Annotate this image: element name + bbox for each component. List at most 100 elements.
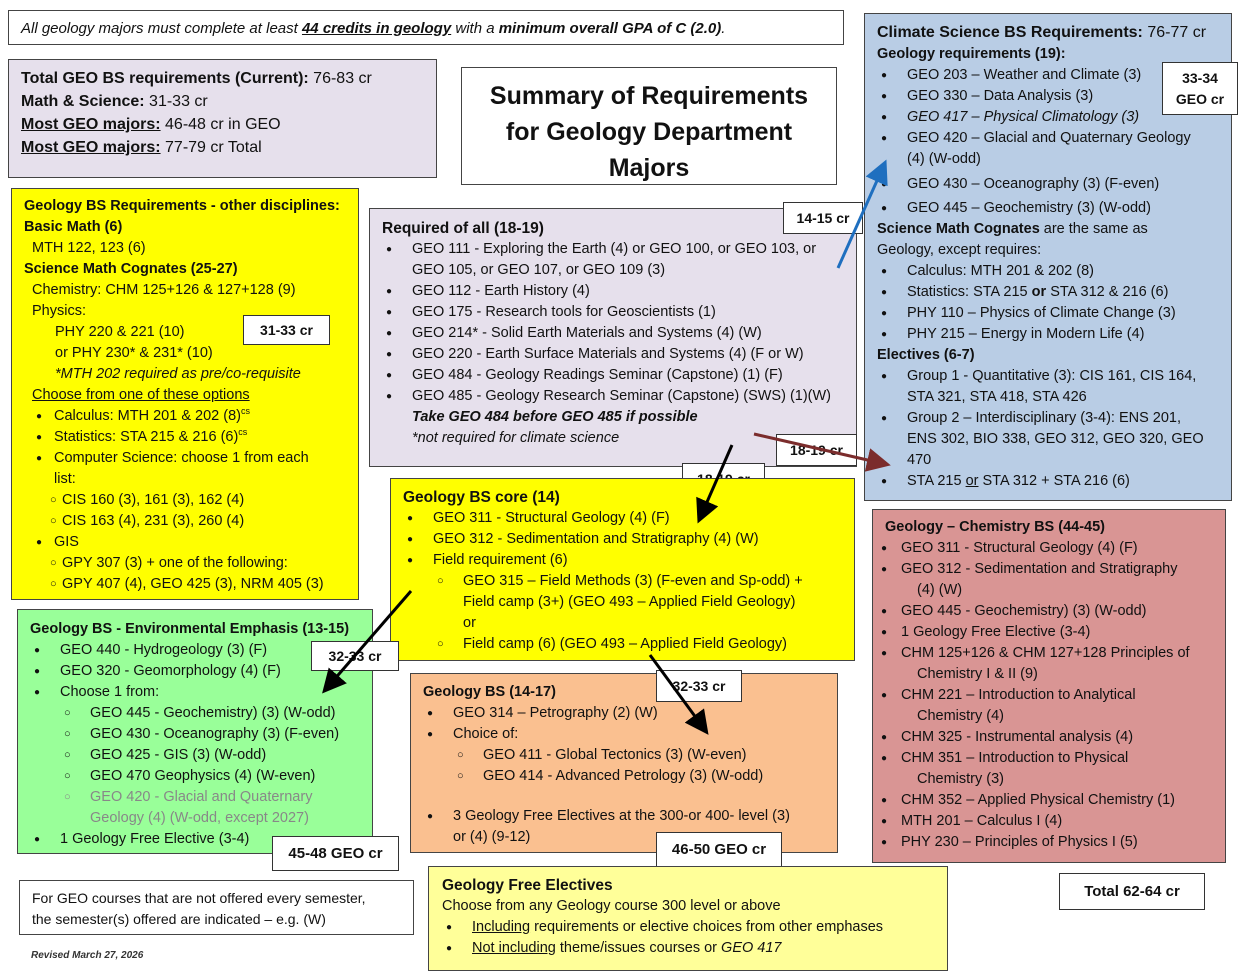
science-math-heading: Science Math Cognates (25-27)	[24, 261, 238, 277]
free-not-including: Not including theme/issues courses or GE…	[442, 938, 934, 959]
chem-item-10: MTH 201 – Calculus I (4)	[877, 811, 1213, 832]
physics-option-1: PHY 220 & 221 (10)	[55, 324, 185, 340]
free-heading: Geology Free Electives	[442, 877, 613, 894]
climate-badge-line-1: 33-34	[1182, 70, 1218, 86]
totals-line-4: Most GEO majors: 77-79 cr Total	[21, 139, 262, 156]
banner-gpa: minimum overall GPA of C (2.0)	[498, 20, 722, 37]
computer-science-option: Computer Science: choose 1 from eachlist…	[32, 448, 346, 532]
chem-item-6: CHM 221 – Introduction to AnalyticalChem…	[877, 685, 1213, 727]
climate-credits-badge: 33-34 GEO cr	[1162, 62, 1238, 115]
required-item-112: GEO 112 - Earth History (4)	[382, 281, 844, 302]
chem-item-4: 1 Geology Free Elective (3-4)	[877, 622, 1213, 643]
chem-item-2: GEO 312 - Sedimentation and Stratigraphy…	[877, 559, 1213, 601]
free-line: Choose from any Geology course 300 level…	[442, 898, 781, 914]
chemistry-line: Chemistry: CHM 125+126 & 127+128 (9)	[32, 282, 296, 298]
bs-geo-314: GEO 314 – Petrography (2) (W)	[423, 703, 825, 724]
required-note-1: Take GEO 484 before GEO 485 if possible	[412, 409, 698, 425]
climate-box: Climate Science BS Requirements: 76-77 c…	[864, 13, 1232, 501]
cs-list-b: CIS 163 (4), 231 (3), 260 (4)	[46, 511, 346, 532]
other-disciplines-box: Geology BS Requirements - other discipli…	[11, 188, 359, 600]
env-geo-440: GEO 440 - Hydrogeology (3) (F)	[30, 640, 360, 661]
basic-math-courses: MTH 122, 123 (6)	[32, 240, 146, 256]
physics-note: *MTH 202 required as pre/co-requisite	[55, 366, 301, 382]
climate-geo-420: GEO 420 – Glacial and Quaternary Geology…	[877, 128, 1219, 170]
climate-geo-330: GEO 330 – Data Analysis (3)	[877, 86, 1219, 107]
env-free-elective: 1 Geology Free Elective (3-4)	[30, 829, 360, 850]
chem-item-3: GEO 445 - Geochemistry) (3) (W-odd)	[877, 601, 1213, 622]
total-credits-badge: Total 62-64 cr	[1059, 873, 1205, 910]
bs-choice: Choice of: GEO 411 - Global Tectonics (3…	[423, 724, 825, 787]
env-geo-425: GEO 425 - GIS (3) (W-odd)	[60, 745, 360, 766]
geology-bs-box: Geology BS (14-17) GEO 314 – Petrography…	[410, 673, 838, 853]
required-note-2: *not required for climate science	[412, 430, 620, 446]
climate-calculus: Calculus: MTH 201 & 202 (8)	[877, 261, 1219, 282]
env-geo-320: GEO 320 - Geomorphology (4) (F)	[30, 661, 360, 682]
required-item-220: GEO 220 - Earth Surface Materials and Sy…	[382, 344, 844, 365]
env-choose-1: Choose 1 from: GEO 445 - Geochemistry) (…	[30, 682, 360, 829]
climate-geo-445: GEO 445 – Geochemistry (3) (W-odd)	[877, 198, 1219, 219]
calculus-option: Calculus: MTH 201 & 202 (8)cs	[32, 406, 346, 427]
semester-note-line-2: the semester(s) offered are indicated – …	[32, 911, 326, 927]
gis-option: GIS GPY 307 (3) + one of the following: …	[32, 532, 346, 595]
banner-credits: 44 credits in geology	[301, 20, 452, 37]
gis-list-b: GPY 407 (4), GEO 425 (3), NRM 405 (3)	[46, 574, 346, 595]
bs-heading: Geology BS (14-17)	[423, 684, 556, 700]
totals-line-3: Most GEO majors: 46-48 cr in GEO	[21, 116, 281, 133]
core-field-requirement: Field requirement (6) GEO 315 – Field Me…	[403, 550, 842, 655]
required-item-484: GEO 484 - Geology Readings Seminar (Caps…	[382, 365, 844, 386]
basic-math-heading: Basic Math (6)	[24, 219, 123, 235]
banner-box: All geology majors must complete at leas…	[8, 10, 844, 45]
title-box: Summary of Requirements for Geology Depa…	[461, 67, 837, 185]
core-field-option-2: Field camp (6) (GEO 493 – Applied Field …	[433, 634, 842, 655]
climate-geo-203: GEO 203 – Weather and Climate (3)	[877, 65, 1219, 86]
env-geo-430: GEO 430 - Oceanography (3) (F-even)	[60, 724, 360, 745]
climate-group-1: Group 1 - Quantitative (3): CIS 161, CIS…	[877, 366, 1219, 408]
revised-date: Revised March 27, 2026	[31, 950, 144, 961]
climate-cognates-line-2: Geology, except requires:	[877, 242, 1042, 258]
env-badge-top: 32-33 cr	[311, 641, 399, 671]
climate-geo-430: GEO 430 – Oceanography (3) (F-even)	[877, 174, 1219, 195]
choose-options-heading: Choose from one of these options	[32, 387, 250, 403]
climate-sta-option: STA 215 or STA 312 + STA 216 (6)	[877, 471, 1219, 492]
chem-item-5: CHM 125+126 & CHM 127+128 Principles ofC…	[877, 643, 1213, 685]
chemistry-box: Geology – Chemistry BS (44-45) GEO 311 -…	[872, 509, 1226, 863]
env-geo-420: GEO 420 - Glacial and QuaternaryGeology …	[60, 787, 360, 829]
climate-geo-417: GEO 417 – Physical Climatology (3)	[877, 107, 1219, 128]
required-box: Required of all (18-19) GEO 111 - Explor…	[369, 208, 857, 467]
climate-geo-req-heading: Geology requirements (19):	[877, 46, 1066, 62]
bs-badge-top: 32-33 cr	[656, 670, 742, 702]
core-heading: Geology BS core (14)	[403, 489, 560, 506]
physics-option-2: or PHY 230* & 231* (10)	[55, 345, 213, 361]
climate-cognates-line: Science Math Cognates are the same as	[877, 221, 1148, 237]
page-title-line-1: Summary of Requirements	[489, 82, 809, 110]
required-item-214: GEO 214* - Solid Earth Materials and Sys…	[382, 323, 844, 344]
climate-electives-heading: Electives (6-7)	[877, 347, 975, 363]
chem-item-11: PHY 230 – Principles of Physics I (5)	[877, 832, 1213, 853]
required-badge-right: 18-19 cr	[776, 434, 857, 466]
core-field-option-1: GEO 315 – Field Methods (3) (F-even and …	[433, 571, 842, 634]
cs-list-a: CIS 160 (3), 161 (3), 162 (4)	[46, 490, 346, 511]
physics-label: Physics:	[32, 303, 86, 319]
env-heading: Geology BS - Environmental Emphasis (13-…	[30, 621, 350, 637]
bs-free-electives: 3 Geology Free Electives at the 300-or 4…	[423, 806, 825, 848]
chem-item-8: CHM 351 – Introduction to PhysicalChemis…	[877, 748, 1213, 790]
required-item-485: GEO 485 - Geology Research Seminar (Caps…	[382, 386, 844, 407]
gis-list-a: GPY 307 (3) + one of the following:	[46, 553, 346, 574]
climate-heading: Climate Science BS Requirements: 76-77 c…	[877, 24, 1207, 41]
page-title-line-3: Majors	[608, 154, 690, 182]
free-including: Including requirements or elective choic…	[442, 917, 934, 938]
totals-line-2: Math & Science: 31-33 cr	[21, 93, 208, 110]
core-box: Geology BS core (14) GEO 311 - Structura…	[390, 478, 855, 661]
climate-group-2: Group 2 – Interdisciplinary (3-4): ENS 2…	[877, 408, 1219, 471]
semester-note-line-1: For GEO courses that are not offered eve…	[32, 890, 366, 906]
totals-box: Total GEO BS requirements (Current): 76-…	[8, 59, 437, 178]
chem-item-9: CHM 352 – Applied Physical Chemistry (1)	[877, 790, 1213, 811]
banner-text: All geology majors must complete at leas…	[21, 20, 726, 37]
env-badge-bottom: 45-48 GEO cr	[272, 836, 399, 871]
env-geo-470: GEO 470 Geophysics (4) (W-even)	[60, 766, 360, 787]
core-geo-312: GEO 312 - Sedimentation and Stratigraphy…	[403, 529, 842, 550]
climate-badge-line-2: GEO cr	[1175, 91, 1225, 107]
chem-heading: Geology – Chemistry BS (44-45)	[885, 519, 1105, 535]
climate-statistics: Statistics: STA 215 or STA 312 & 216 (6)	[877, 282, 1219, 303]
climate-phy-215: PHY 215 – Energy in Modern Life (4)	[877, 324, 1219, 345]
